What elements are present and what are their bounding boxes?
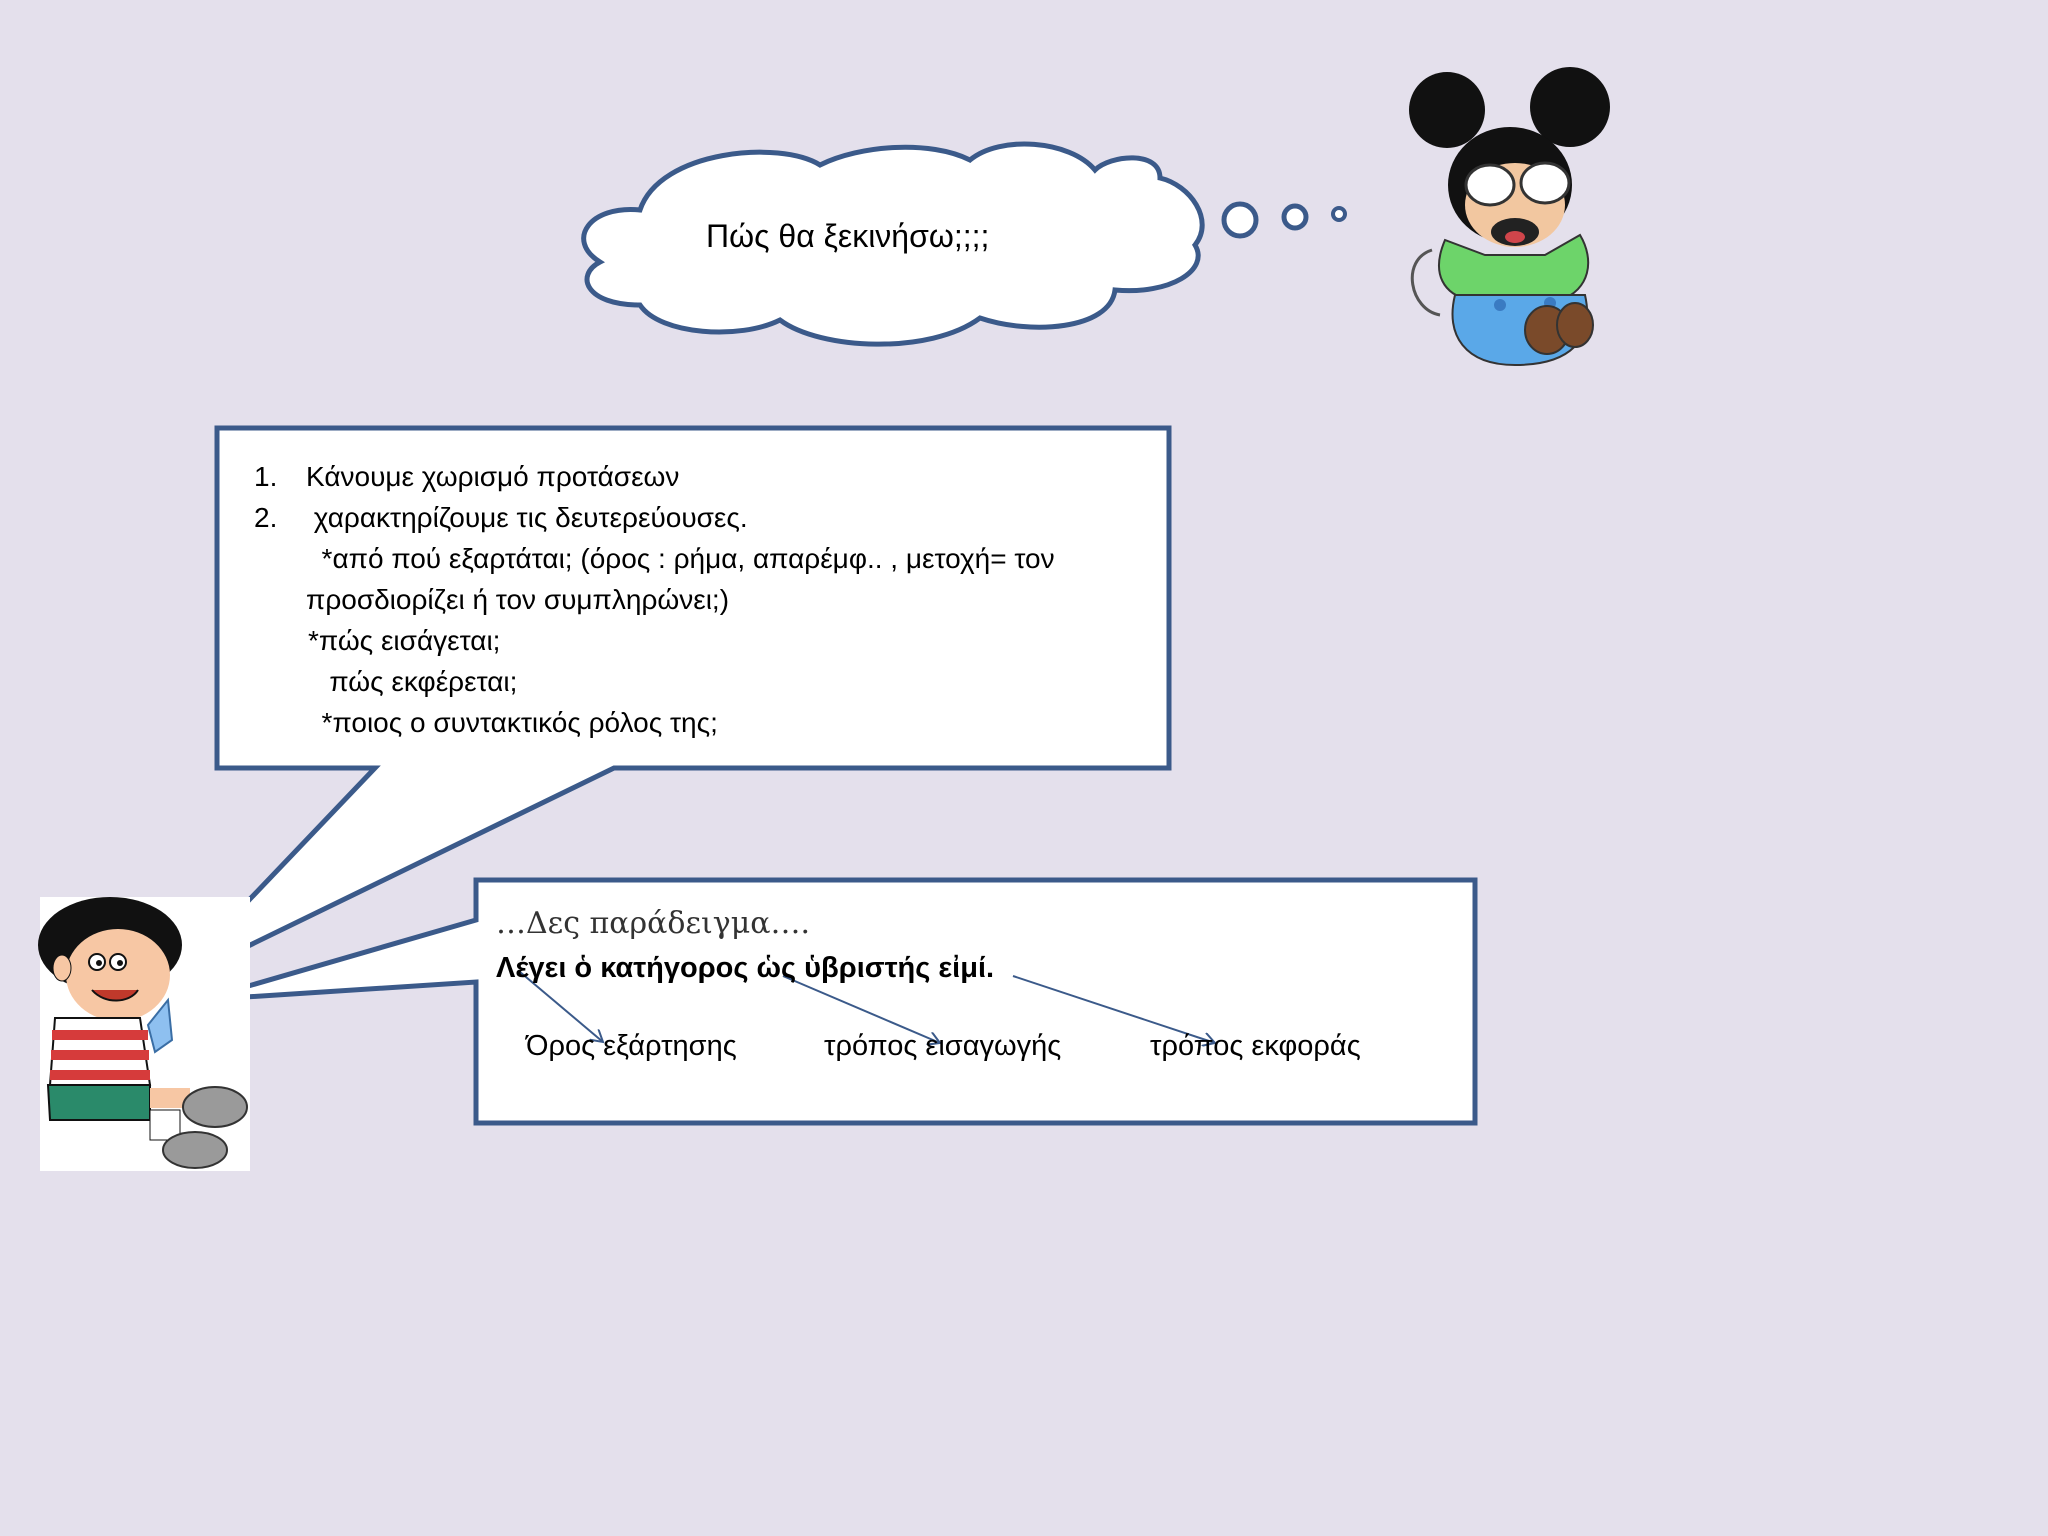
main-callout bbox=[166, 425, 1172, 988]
detail-line-2: προσδιορίζει ή τον συμπληρώνει;) bbox=[306, 584, 730, 615]
step-2-marker: 2. bbox=[254, 502, 278, 533]
detail-line-3: *πώς εισάγεται; bbox=[308, 625, 501, 656]
example-sentence: Λέγει ὁ κατήγορος ὡς ὑβριστής εἰμί. bbox=[496, 952, 995, 984]
boy-reading-illustration bbox=[38, 897, 250, 1171]
thought-bubble-text: Πώς θα ξεκινήσω;;;; bbox=[706, 218, 990, 254]
thought-dot-small bbox=[1331, 206, 1347, 222]
detail-line-5: *ποιος ο συντακτικός ρόλος της; bbox=[306, 707, 718, 738]
thought-dot-medium bbox=[1281, 203, 1309, 231]
steps-box: 1. Κάνουμε χωρισμό προτάσεων 2. χαρακτηρ… bbox=[218, 428, 1168, 768]
example-callout bbox=[199, 877, 1478, 1126]
example-arrows bbox=[519, 971, 1215, 1043]
mickey-illustration bbox=[1409, 67, 1610, 367]
example-box: …Δες παράδειγμα…. Λέγει ὁ κατήγορος ὡς ὑ… bbox=[476, 880, 1474, 1122]
example-title: …Δες παράδειγμα…. bbox=[496, 906, 811, 941]
detail-line-1: *από πού εξαρτάται; (όρος : ρήμα, απαρέμ… bbox=[306, 543, 1055, 574]
label-dependency-term: Όρος εξάρτησης bbox=[526, 1030, 737, 1062]
thought-cloud bbox=[581, 141, 1347, 347]
step-1-text: Κάνουμε χωρισμό προτάσεων bbox=[306, 461, 680, 492]
step-2-text: χαρακτηρίζουμε τις δευτερεύουσες. bbox=[306, 502, 748, 533]
detail-line-4: πώς εκφέρεται; bbox=[306, 666, 518, 697]
label-mood-expression: τρόπος εκφοράς bbox=[1150, 1030, 1361, 1062]
step-1-marker: 1. bbox=[254, 461, 278, 492]
thought-dot-large bbox=[1221, 201, 1259, 239]
label-introduction-method: τρόπος εισαγωγής bbox=[824, 1030, 1062, 1062]
